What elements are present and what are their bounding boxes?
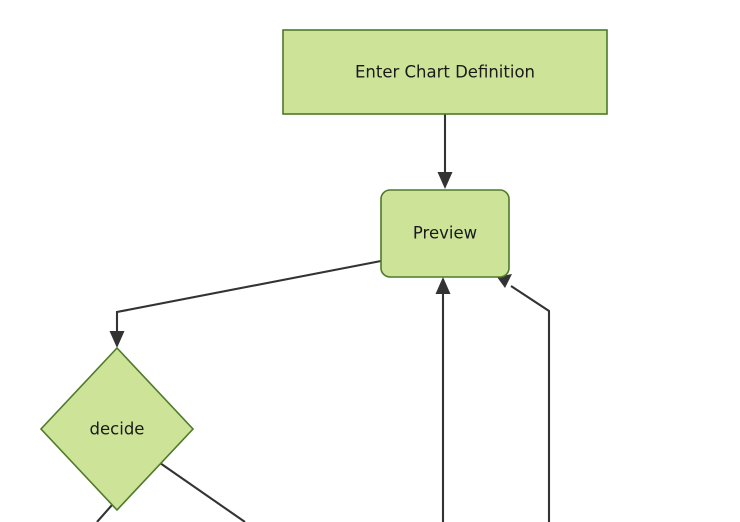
node-rectangle[interactable]	[282, 29, 608, 115]
arrowhead-icon	[437, 172, 453, 189]
edge-line	[115, 259, 382, 334]
edge-return-right-to-preview	[497, 274, 551, 522]
node-preview[interactable]: Preview	[380, 189, 510, 278]
arrowhead-icon	[109, 331, 125, 348]
node-label-decide: decide	[90, 420, 145, 439]
edge-line	[510, 285, 551, 522]
arrowhead-icon	[435, 277, 451, 294]
edge-return-center-to-preview	[435, 277, 451, 522]
edge-preview-to-decide	[109, 259, 382, 348]
edge-enter-to-preview	[437, 114, 453, 189]
node-diamond[interactable]	[39, 346, 195, 512]
edge-decide-bottom-out	[96, 504, 113, 522]
node-decide[interactable]: decide	[39, 346, 195, 512]
edge-line	[159, 462, 246, 522]
node-label-enter-chart-definition: Enter Chart Definition	[355, 63, 535, 82]
node-rounded-rectangle[interactable]	[380, 189, 510, 278]
node-label-preview: Preview	[413, 224, 477, 243]
edge-line	[96, 504, 113, 522]
edge-decide-right-out	[159, 462, 246, 522]
node-enter-chart-definition[interactable]: Enter Chart Definition	[282, 29, 608, 115]
